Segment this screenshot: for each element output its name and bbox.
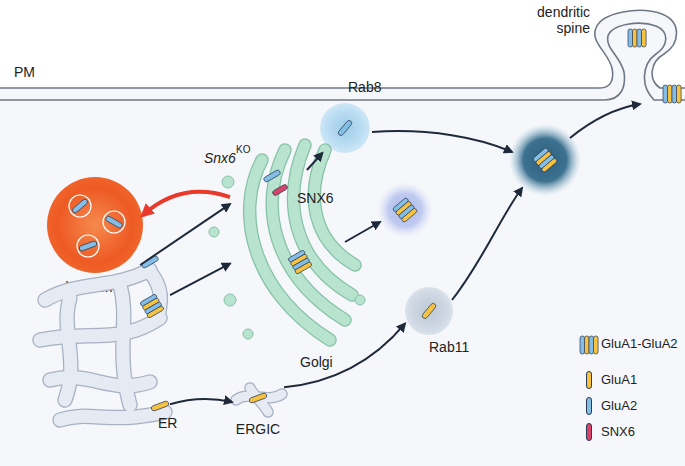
protein-label: SNX6 xyxy=(297,190,334,206)
trafficking-arrow xyxy=(284,324,405,388)
glua1-symbol xyxy=(249,392,268,403)
ergic-compartment-outline xyxy=(232,385,284,417)
legend-symbol xyxy=(580,336,598,354)
node-label: ERGIC xyxy=(236,421,280,437)
glua2-symbol xyxy=(105,215,123,229)
node-label: ER xyxy=(158,415,177,431)
endoplasmic-reticulum-outline xyxy=(30,265,170,430)
trafficking-arrow xyxy=(170,399,232,404)
cytoplasm xyxy=(0,10,685,466)
structure-label: dendritic spine xyxy=(528,4,590,36)
legend-swatch xyxy=(586,371,592,389)
intraluminal-vesicle xyxy=(103,211,125,233)
glua1-symbol xyxy=(421,302,437,319)
trafficking-arrow xyxy=(140,204,230,265)
legend-text: GluA1 xyxy=(601,372,637,388)
knockout-label: Snx6 xyxy=(204,150,236,166)
legend-swatch xyxy=(586,423,592,441)
glua2-symbol xyxy=(263,169,281,183)
legend-text: GluA2 xyxy=(601,398,637,414)
endoplasmic-reticulum: ER xyxy=(30,265,170,430)
snx6-symbol xyxy=(272,184,288,197)
glua2-symbol xyxy=(71,198,88,214)
glua2-symbol xyxy=(141,255,159,269)
node-label: Rab11 xyxy=(429,339,469,355)
traffic-arrow xyxy=(345,222,380,242)
traffic-arrow xyxy=(372,131,512,152)
ergic-compartment: ERGIC xyxy=(232,385,284,417)
intraluminal-vesicle xyxy=(69,195,91,217)
membrane-label: PM xyxy=(14,64,35,80)
node-label: Rab8 xyxy=(348,79,381,95)
trafficking-arrow xyxy=(143,192,230,215)
receptor-symbol xyxy=(663,85,681,103)
legend-text: SNX6 xyxy=(601,424,635,440)
glua2-symbol xyxy=(79,240,98,251)
receptor-symbol xyxy=(140,294,165,319)
traffic-arrow xyxy=(570,104,640,138)
glua1-symbol xyxy=(151,400,170,411)
legend-text: GluA1-GluA2 xyxy=(601,336,678,352)
receptor-symbol xyxy=(532,147,557,172)
traffic-arrow xyxy=(452,188,522,300)
receptor-symbol xyxy=(392,197,417,222)
glua2-symbol xyxy=(337,119,353,136)
lysosome: lysosome xyxy=(47,177,143,273)
vesicle xyxy=(509,124,581,196)
vesicle xyxy=(377,182,433,238)
rab11-vesicle: Rab11 xyxy=(405,287,453,335)
receptor-symbol xyxy=(288,250,313,275)
legend-swatch xyxy=(586,397,592,415)
trafficking-arrow xyxy=(170,264,230,296)
trafficking-arrow xyxy=(307,153,322,170)
knockout-superscript: KO xyxy=(236,144,250,156)
node-label: Golgi xyxy=(300,354,333,370)
receptor-symbol xyxy=(628,29,646,47)
intraluminal-vesicle xyxy=(77,235,99,257)
